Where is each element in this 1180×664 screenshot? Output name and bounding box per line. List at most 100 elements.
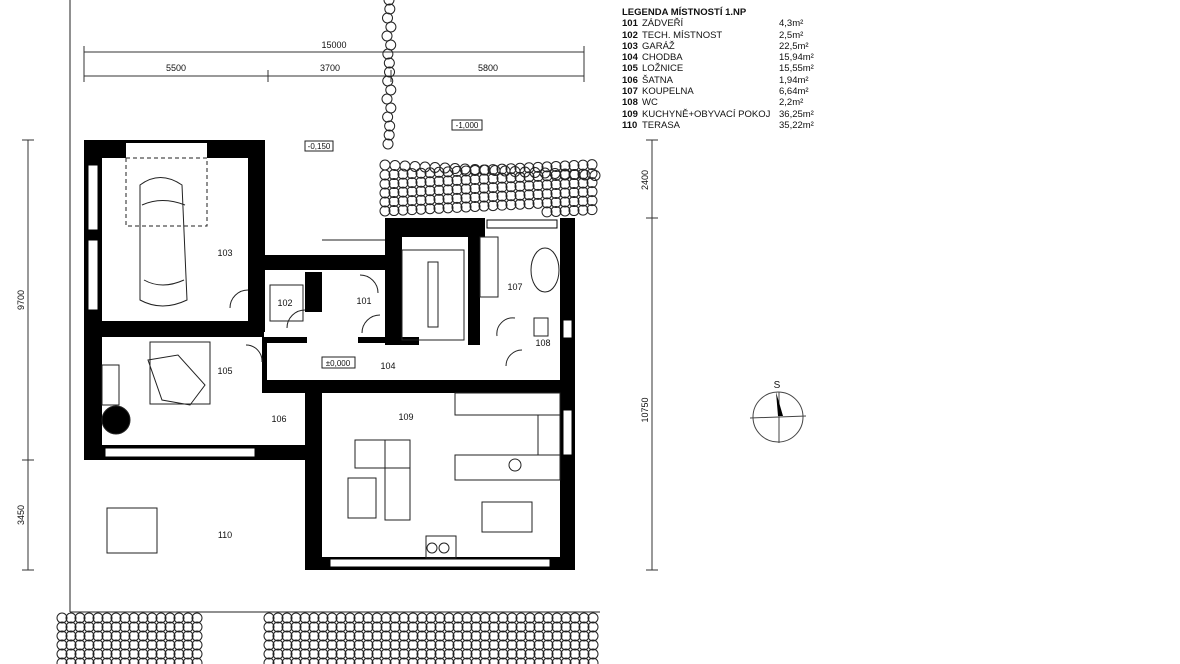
- bush-icon: [308, 612, 320, 624]
- bush-icon: [488, 630, 500, 642]
- bed-cover: [147, 354, 206, 406]
- bush-icon: [532, 170, 544, 182]
- bush-icon: [128, 630, 140, 642]
- bush-icon: [326, 639, 338, 651]
- bush-icon: [92, 648, 104, 660]
- bush-icon: [173, 648, 185, 660]
- bush-icon: [560, 630, 572, 642]
- bush-icon: [272, 621, 284, 633]
- bush-icon: [263, 612, 275, 624]
- terrace-table: [106, 507, 158, 554]
- bush-icon: [344, 630, 356, 642]
- bush-icon: [56, 657, 68, 664]
- garage-door-outline: [125, 157, 208, 227]
- bush-icon: [164, 621, 176, 633]
- bush-icon: [83, 639, 95, 651]
- room-label-107: 107: [507, 282, 522, 292]
- dim-right-1: 2400: [640, 170, 650, 190]
- bush-icon: [523, 198, 535, 210]
- bush-icon: [550, 178, 562, 190]
- bush-icon: [425, 621, 437, 633]
- level-box-lower: [451, 119, 483, 131]
- bush-icon: [371, 621, 383, 633]
- bush-icon: [551, 612, 563, 624]
- bush-icon: [92, 612, 104, 624]
- bush-icon: [587, 657, 599, 664]
- bush-icon: [263, 630, 275, 642]
- bush-icon: [569, 639, 581, 651]
- dimension-lines-left: [22, 139, 34, 571]
- bush-icon: [407, 639, 419, 651]
- bush-icon: [434, 612, 446, 624]
- bush-icon: [478, 173, 490, 185]
- bush-icon: [353, 657, 365, 664]
- bush-icon: [524, 612, 536, 624]
- bush-icon: [433, 202, 445, 214]
- bush-icon: [308, 639, 320, 651]
- bush-icon: [385, 21, 397, 33]
- bush-icon: [398, 648, 410, 660]
- bush-icon: [497, 630, 509, 642]
- bush-icon: [381, 30, 393, 42]
- bush-icon: [524, 639, 536, 651]
- bush-icon: [382, 48, 394, 60]
- bush-icon: [290, 621, 302, 633]
- bush-icon: [550, 187, 562, 199]
- bush-icon: [155, 630, 167, 642]
- bush-icon: [407, 648, 419, 660]
- bush-icon: [290, 639, 302, 651]
- legend-name: ŠATNA: [642, 74, 673, 86]
- bush-icon: [415, 176, 427, 188]
- bush-icon: [385, 39, 397, 51]
- legend-area: 4,3m²: [779, 18, 804, 30]
- bush-icon: [110, 648, 122, 660]
- legend-name: TECH. MÍSTNOST: [642, 29, 723, 41]
- bush-icon: [496, 199, 508, 211]
- bush-icon: [92, 630, 104, 642]
- room-label-102: 102: [277, 298, 292, 308]
- bush-icon: [470, 621, 482, 633]
- bush-icon: [586, 159, 598, 171]
- bush-icon: [137, 621, 149, 633]
- bush-icon: [182, 630, 194, 642]
- bush-icon: [542, 621, 554, 633]
- bush-icon: [155, 657, 167, 664]
- bush-icon: [164, 639, 176, 651]
- bush-icon: [416, 630, 428, 642]
- bush-icon: [433, 184, 445, 196]
- bush-icon: [461, 657, 473, 664]
- bush-icon: [506, 639, 518, 651]
- bush-icon: [146, 648, 158, 660]
- bush-icon: [407, 621, 419, 633]
- bush-icon: [397, 177, 409, 189]
- bush-icon: [542, 630, 554, 642]
- bush-icon: [344, 612, 356, 624]
- bush-icon: [550, 196, 562, 208]
- bush-icon: [308, 630, 320, 642]
- legend-num: 101: [622, 18, 638, 30]
- legend-area: 2,2m²: [779, 97, 804, 109]
- bush-icon: [479, 612, 491, 624]
- room-label-105: 105: [217, 366, 232, 376]
- bush-icon: [281, 648, 293, 660]
- bush-icon: [532, 197, 544, 209]
- bush-icon: [155, 612, 167, 624]
- bush-icon: [577, 195, 589, 207]
- bush-icon: [119, 612, 131, 624]
- bush-icon: [128, 621, 140, 633]
- bush-icon: [397, 195, 409, 207]
- bush-icon: [362, 621, 374, 633]
- bush-icon: [524, 657, 536, 664]
- bush-icon: [487, 182, 499, 194]
- bush-icon: [56, 630, 68, 642]
- bush-icon: [460, 165, 472, 177]
- bush-icon: [397, 186, 409, 198]
- bush-icon: [384, 3, 396, 15]
- bush-icon: [452, 621, 464, 633]
- car: [139, 177, 188, 307]
- legend-num: 106: [622, 74, 638, 86]
- bush-icon: [586, 186, 598, 198]
